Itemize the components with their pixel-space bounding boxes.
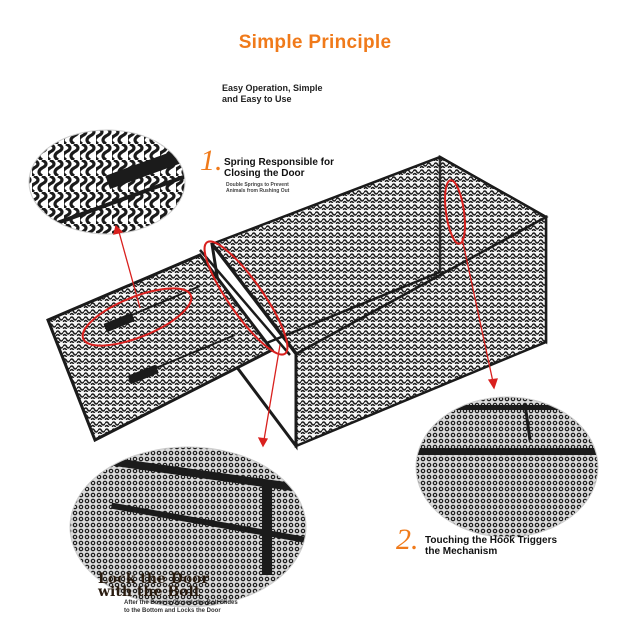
page-subtitle: Easy Operation, Simple and Easy to Use: [222, 83, 323, 104]
highlight-door-bolts: [81, 287, 193, 347]
inset-bolt-detail: [69, 446, 307, 608]
inset-spring-detail: [28, 129, 186, 235]
lock-door-title: Lock the Door with the Bolt: [98, 571, 209, 600]
arrows: [113, 224, 498, 448]
callout-2-text: Touching the Hook Triggers the Mechanism: [425, 535, 558, 557]
callout-2-number: 2.: [396, 523, 419, 556]
callout-1-number: 1.: [200, 144, 223, 177]
callout-1-note: Double Springs to Prevent Animals from R…: [226, 182, 290, 194]
callout-1-text: Spring Responsible for Closing the Door: [224, 157, 335, 179]
inset-hook-detail: [415, 396, 599, 538]
highlight-hook: [444, 179, 466, 245]
highlight-springs: [203, 240, 289, 356]
lock-door-note: After the Door is Closed, the Bolt Slide…: [124, 600, 238, 614]
page-title: Simple Principle: [238, 32, 392, 53]
